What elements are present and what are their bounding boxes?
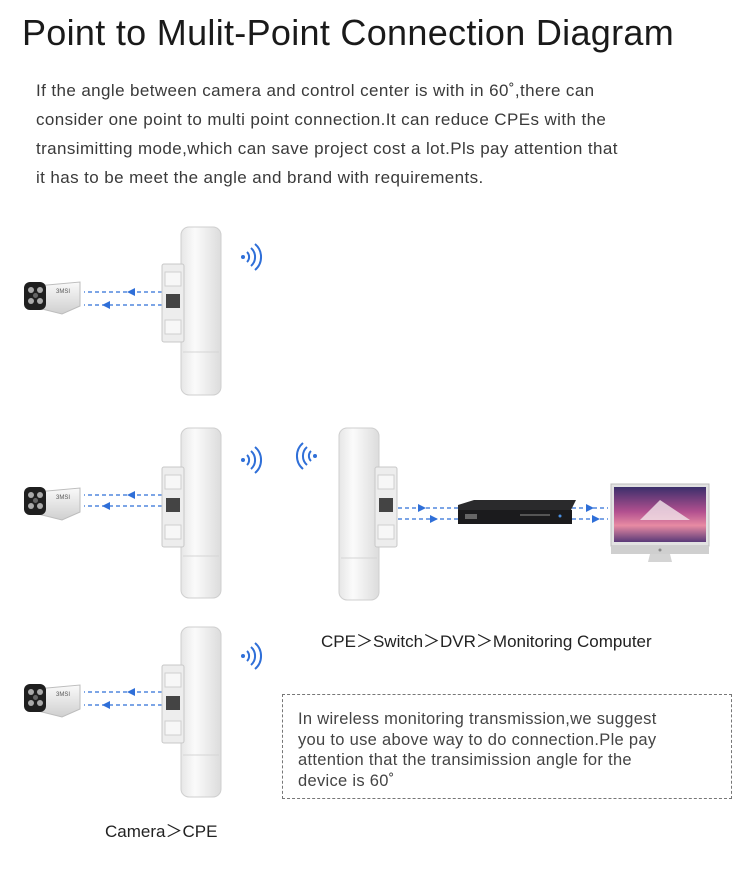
wifi-signal-icon — [241, 642, 262, 670]
dvr-icon — [458, 500, 576, 524]
row-2: 3MSI — [24, 427, 710, 601]
page-title: Point to Mulit-Point Connection Diagram — [22, 12, 675, 53]
note-line: you to use above way to do connection.Pl… — [298, 730, 657, 749]
cpe-icon — [161, 626, 222, 798]
note-line: attention that the transimission angle f… — [298, 751, 632, 769]
cpe-icon — [161, 226, 222, 396]
intro-line: transimitting mode,which can save projec… — [36, 139, 618, 158]
link-arrows — [84, 288, 162, 309]
note-line: In wireless monitoring transmission,we s… — [298, 710, 657, 728]
intro-line: If the angle between camera and control … — [36, 81, 595, 100]
camera-label: Camera＞CPE — [105, 822, 218, 841]
link-arrows — [84, 688, 162, 709]
link-arrows — [398, 504, 608, 523]
camera-icon: 3MSI — [24, 281, 81, 315]
chain-label: CPE＞Switch＞DVR＞Monitoring Computer — [321, 632, 652, 651]
row-1: 3MSI — [24, 226, 262, 396]
cpe-icon — [338, 427, 398, 601]
monitor-icon — [610, 483, 710, 562]
intro-line: consider one point to multi point connec… — [36, 110, 607, 129]
wifi-signal-icon — [241, 446, 262, 474]
note-box: In wireless monitoring transmission,we s… — [282, 694, 732, 799]
cpe-icon — [161, 427, 222, 599]
intro-line: it has to be meet the angle and brand wi… — [36, 168, 484, 187]
camera-brand: 3MSI — [56, 289, 70, 295]
camera-icon: 3MSI — [24, 684, 81, 718]
link-arrows — [84, 491, 162, 510]
wifi-signal-icon — [296, 442, 317, 470]
apple-logo-icon — [658, 548, 662, 552]
intro-paragraph: If the angle between camera and control … — [36, 76, 726, 192]
camera-icon: 3MSI — [24, 487, 81, 521]
camera-brand: 3MSI — [56, 495, 70, 501]
wifi-signal-icon — [241, 243, 262, 271]
row-3: 3MSI — [24, 626, 262, 798]
note-line: device is 60˚ — [298, 771, 395, 790]
camera-brand: 3MSI — [56, 692, 70, 698]
